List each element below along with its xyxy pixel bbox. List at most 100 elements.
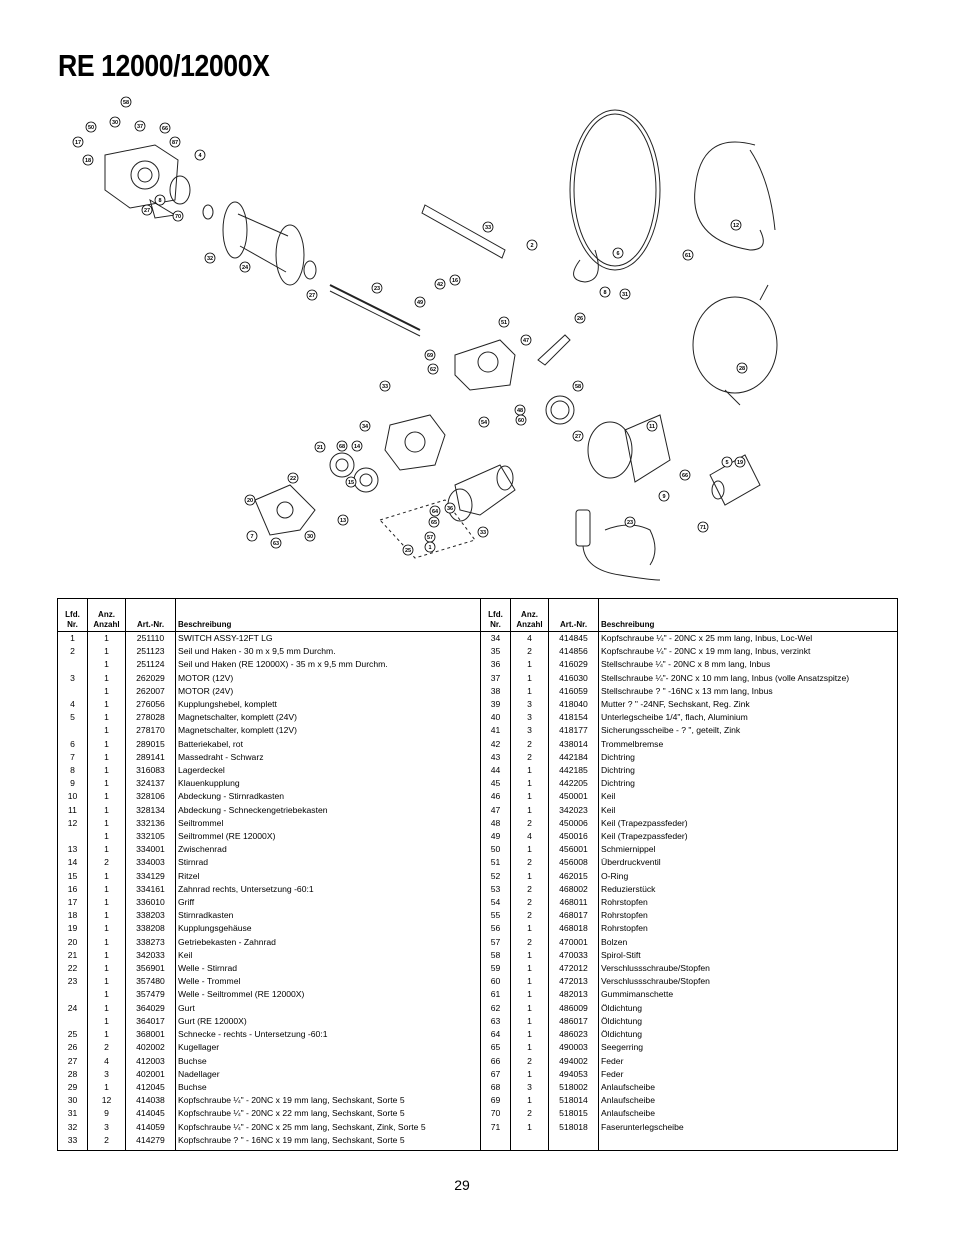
cell-lfd-nr: 34 [480,631,511,646]
cell-beschreibung: Kopfschraube ? " - 16NC x 19 mm lang, Se… [175,1133,481,1151]
callout-label: 36 [447,506,453,512]
cell-beschreibung: Welle - Seiltrommel (RE 12000X) [175,988,481,1002]
cell-anzahl: 3 [510,711,549,725]
cell-lfd-nr: 6 [57,737,88,751]
callout-label: 48 [517,408,523,414]
callout-circle [572,380,584,392]
cell-art-nr: 262007 [125,684,176,699]
cell-art-nr: 334161 [125,882,176,897]
callout-circle [82,154,94,166]
cell-lfd-nr: 33 [57,1133,88,1151]
cell-anzahl: 1 [87,909,126,923]
callout-circle [429,505,441,517]
callout-label: 33 [480,530,486,536]
callout-circle [736,362,748,374]
cell-anzahl: 1 [510,1014,549,1029]
cell-anzahl: 4 [510,830,549,844]
callout-label: 20 [247,498,253,504]
col-header-lfd-nr: Lfd.Nr. [57,598,88,632]
cell-lfd-nr: 49 [480,830,511,844]
callout-label: 15 [348,480,354,486]
callout-circle [619,288,631,300]
cell-anzahl: 1 [87,1080,126,1095]
cell-art-nr: 518018 [548,1120,599,1134]
cell-beschreibung: Zwischenrad [175,843,481,857]
cell-art-nr: 450016 [548,830,599,844]
cell-beschreibung: Unterlegscheibe 1/4", flach, Aluminium [601,712,748,723]
cell-anzahl: 1 [87,1014,126,1029]
cell-art-nr: 494002 [548,1054,599,1068]
callout-circle [646,420,658,432]
cable-hook-part [569,109,661,283]
callout-label: 58 [575,384,581,390]
callout-label: 4 [198,153,202,159]
col-header-art-nr: Art.-Nr. [125,598,176,632]
cell-beschreibung: Lagerdeckel [175,764,481,778]
cell-art-nr: 364029 [125,1001,176,1015]
cable-drum-part [222,201,305,286]
cell-anzahl: 1 [87,790,126,804]
cell-art-nr: 462015 [548,869,599,883]
page-number: 29 [454,1177,470,1193]
col-header-art-nr: Art.-Nr. [548,598,599,632]
cell-lfd-nr: 70 [480,1107,511,1121]
cell-art-nr: 414845 [548,631,599,646]
cell-anzahl: 1 [510,671,549,685]
cell-beschreibung: Keil [601,804,616,815]
cell-anzahl: 1 [510,922,549,936]
callout-circle [478,416,490,428]
cell-beschreibung: Buchse [175,1080,481,1095]
cell-beschreibung: Klauenkupplung [175,777,481,791]
cell-beschreibung: Öldichtung [601,1029,643,1040]
callout-label: 8 [158,198,161,204]
cell-art-nr: 334129 [125,869,176,883]
cell-beschreibung: Magnetschalter, komplett (12V) [175,724,481,738]
callout-label: 6 [616,251,619,257]
cell-art-nr: 472012 [548,962,599,976]
cell-art-nr: 414279 [125,1133,176,1151]
cell-lfd-nr: 69 [480,1094,511,1108]
cell-anzahl: 1 [87,988,126,1002]
cell-anzahl: 1 [87,948,126,963]
cell-art-nr: 342023 [548,803,599,817]
cell-lfd-nr: 67 [480,1067,511,1081]
callout-label: 71 [700,525,706,531]
cell-beschreibung: Gurt (RE 12000X) [175,1014,481,1029]
callout-circle [337,514,349,526]
callout-circle [515,414,527,426]
cell-art-nr: 468018 [548,922,599,936]
cell-anzahl: 4 [87,1054,126,1068]
cell-art-nr: 456008 [548,856,599,870]
cell-art-nr: 450006 [548,816,599,831]
battery-cable-part [694,141,776,251]
callout-label: 64 [432,509,439,515]
cell-lfd-nr: 57 [480,935,511,949]
cell-art-nr: 418177 [548,724,599,738]
callout-label: 26 [577,316,583,322]
cell-anzahl: 1 [87,896,126,910]
cell-art-nr: 338208 [125,922,176,936]
cell-anzahl: 1 [87,671,126,685]
cell-lfd-nr: 61 [480,988,511,1002]
cell-beschreibung: Seegerring [601,1042,644,1053]
cell-beschreibung: Kopfschraube ¼" - 20NC x 19 mm lang, Inb… [601,646,811,657]
cell-lfd-nr: 8 [57,764,88,778]
cell-lfd-nr: 59 [480,962,511,976]
cell-beschreibung: Verschlussschraube/Stopfen [601,976,710,987]
cell-anzahl: 1 [510,843,549,857]
cell-anzahl: 1 [87,1001,126,1015]
cell-anzahl: 2 [510,896,549,910]
cell-art-nr: 332105 [125,830,176,844]
cell-beschreibung: Keil (Trapezpassfeder) [601,831,688,842]
cell-lfd-nr: 20 [57,935,88,949]
cell-lfd-nr: 24 [57,1001,88,1015]
